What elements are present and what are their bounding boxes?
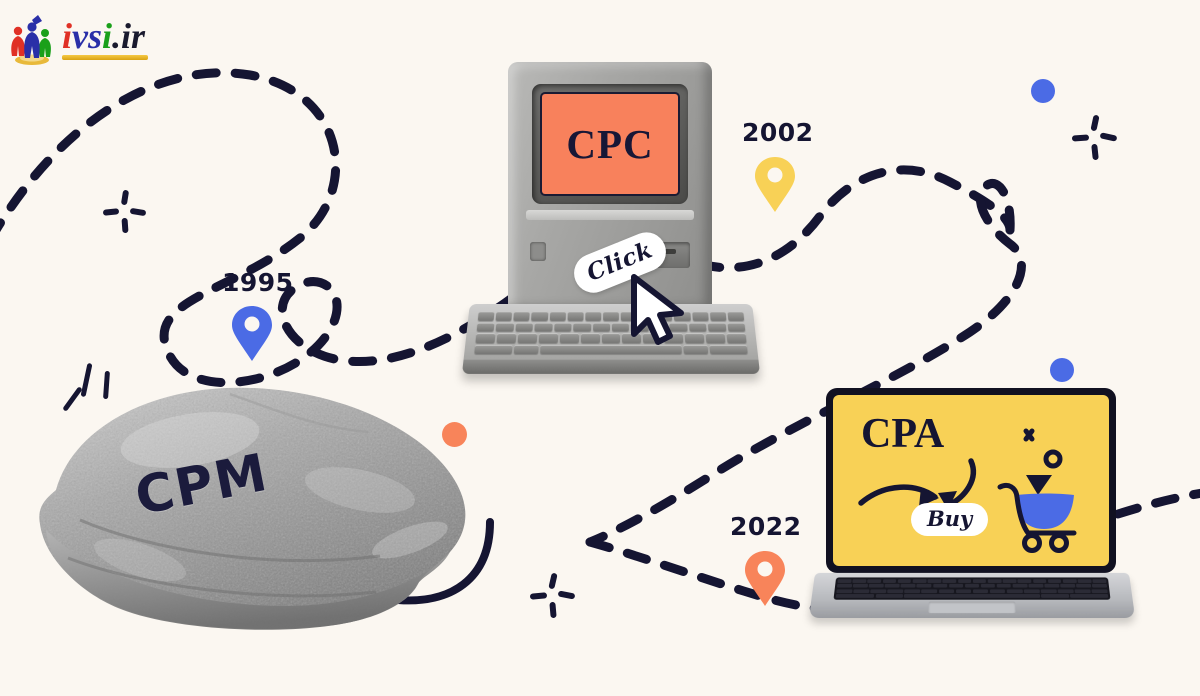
map-pin-1995[interactable] xyxy=(231,306,273,362)
computer-screen-label: CPC xyxy=(566,124,653,165)
keyboard-keys xyxy=(474,311,747,353)
logo-letter-i2: i xyxy=(102,16,112,56)
year-label-2022: 2022 xyxy=(730,512,802,541)
site-logo[interactable]: ivsi.ir xyxy=(8,8,198,70)
laptop-base[interactable] xyxy=(809,573,1135,618)
logo-figures-icon xyxy=(8,12,56,66)
computer-keyboard[interactable] xyxy=(462,304,760,374)
laptop-trackpad[interactable] xyxy=(928,602,1015,614)
map-pin-2002[interactable] xyxy=(754,157,796,213)
laptop-keyboard[interactable] xyxy=(833,577,1110,599)
logo-underline xyxy=(62,55,148,60)
buy-button[interactable]: Buy xyxy=(911,503,988,536)
arrow-cursor-icon xyxy=(626,272,692,348)
computer-bezel: CPC xyxy=(532,84,688,204)
laptop-lid: CPA Buy xyxy=(826,388,1116,573)
sparkle-bottom-center xyxy=(530,573,576,619)
computer-brand-badge-icon xyxy=(530,242,546,261)
blue-dot-right xyxy=(1050,358,1074,382)
logo-wordmark: ivsi.ir xyxy=(62,18,145,54)
logo-letter-vs: vs xyxy=(72,16,102,56)
rock-cpm-illustration xyxy=(20,370,500,650)
laptop-screen-label: CPA xyxy=(861,413,944,455)
shopping-cart-icon xyxy=(996,417,1106,557)
buy-button-label: Buy xyxy=(927,506,972,531)
sparkle-left xyxy=(103,190,147,234)
year-label-1995: 1995 xyxy=(222,268,294,297)
computer-shelf xyxy=(526,210,694,220)
laptop-screen: CPA Buy xyxy=(833,395,1109,566)
vintage-computer-cpc: CPC xyxy=(466,62,756,382)
blue-dot-top-right xyxy=(1031,79,1055,103)
logo-letter-i1: i xyxy=(62,16,72,56)
year-label-2002: 2002 xyxy=(742,118,814,147)
map-pin-2022[interactable] xyxy=(744,551,786,607)
keyboard-base xyxy=(462,360,760,374)
sparkle-top-right xyxy=(1072,115,1118,161)
computer-screen: CPC xyxy=(542,94,678,194)
laptop-cpa: CPA Buy xyxy=(812,388,1132,638)
logo-letter-ir: .ir xyxy=(112,16,145,56)
